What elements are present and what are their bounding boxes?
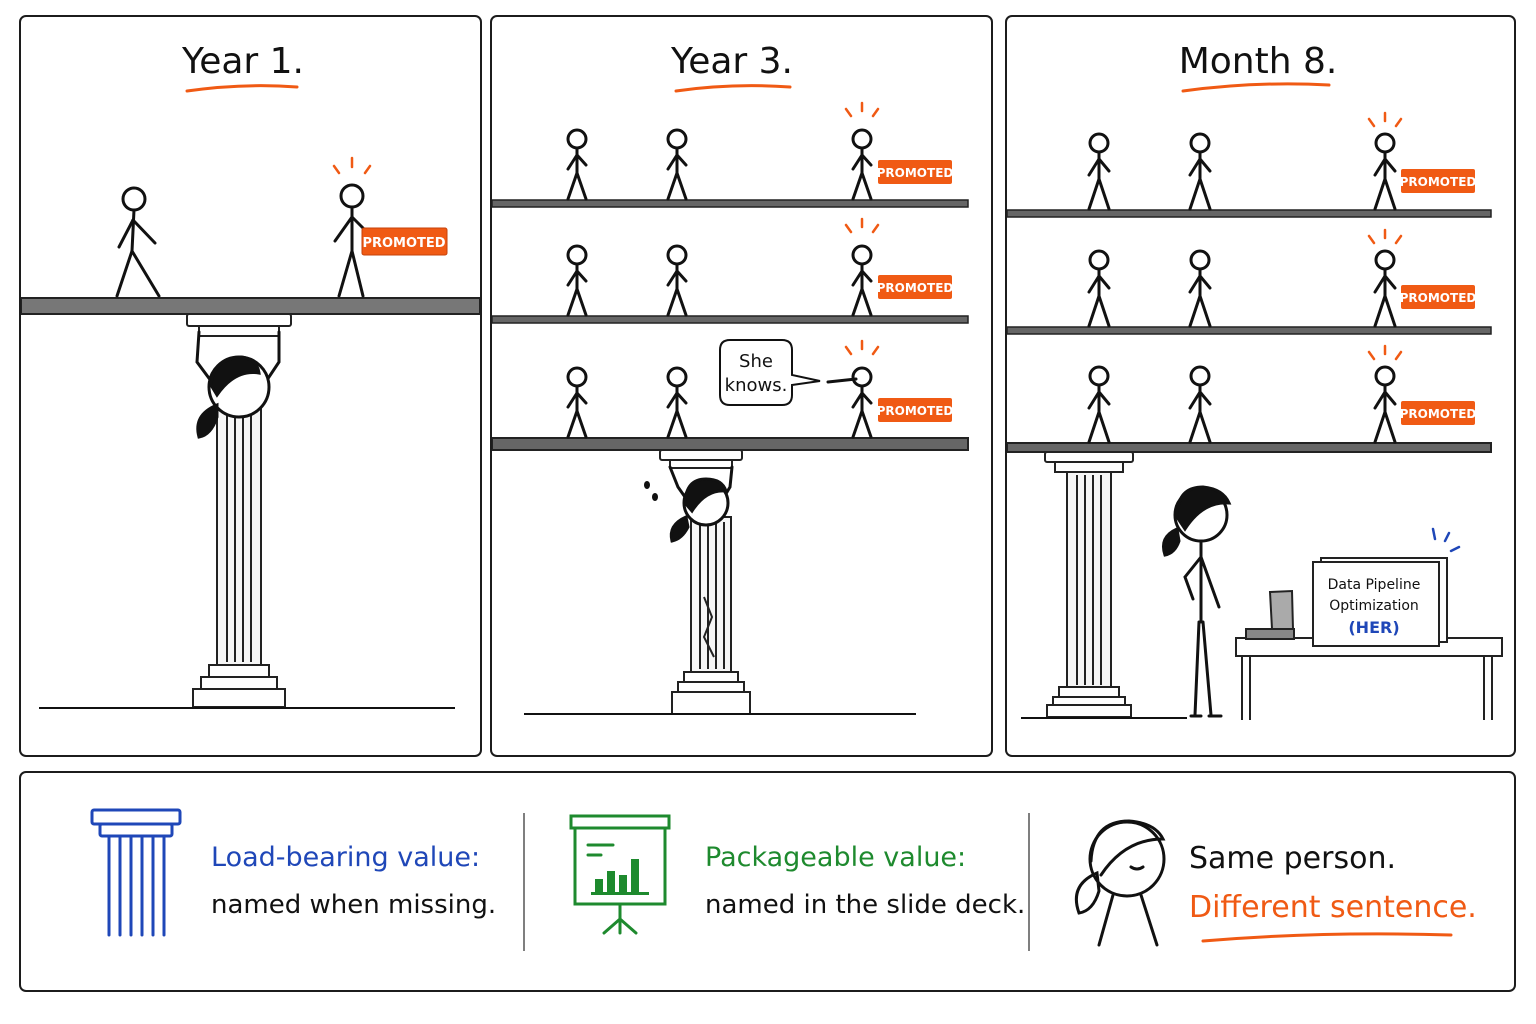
shine-icon [844,339,880,356]
shelf-middle [1007,326,1492,335]
packageable-subtitle: named in the slide deck. [705,890,1025,920]
shelf-bottom [492,437,969,451]
promoted-badge-label: PROMOTED [877,166,954,180]
shine-icon [332,156,372,175]
panel-title: Year 1. [181,41,304,82]
stick-figure [666,244,688,317]
pillar [1044,451,1134,718]
promoted-badge [1401,285,1475,309]
panel-2-scene: Year 3. PROMOTED PROMOTED PROMOTED She k… [492,41,969,715]
presentation-chart-icon [569,814,671,935]
packageable-heading: Packageable value: [705,842,966,873]
table [1235,637,1503,720]
stick-figure [566,244,588,317]
stick-figure [1188,132,1212,211]
speech-bubble [719,339,821,406]
promoted-badge [878,275,952,299]
speech-line-2: knows. [725,375,788,396]
box-label-line-2: Optimization [1329,598,1419,614]
shine-icon [1367,344,1403,361]
promoted-badge-label: PROMOTED [1400,291,1477,305]
stick-figure [1087,365,1111,444]
accent-underline [1201,932,1453,943]
cracked-pillar [659,449,751,715]
load-bearing-subtitle: named when missing. [211,890,496,920]
title-underline [185,84,299,93]
promoted-badge [878,160,952,184]
shelf-middle [492,315,969,324]
highlight-marks-icon [1431,527,1461,553]
panel-title: Year 3. [670,41,793,82]
box-label-owner: (HER) [1348,618,1399,637]
stick-figure [566,366,588,439]
pillar [186,313,292,708]
shine-icon [844,217,880,234]
promoted-badge [361,227,448,256]
promoted-badge [1401,169,1475,193]
promoted-badge-label: PROMOTED [877,404,954,418]
stick-figure [1087,132,1111,211]
stick-figure [566,128,588,201]
pillar-icon [90,808,182,937]
panel-title: Month 8. [1179,41,1338,82]
panel-year-3: Year 3. PROMOTED PROMOTED PROMOTED She k… [490,15,993,757]
title-underline [1181,82,1331,93]
legend-scene: Load-bearing value: named when missing. … [90,808,1477,951]
speech-line-1: She [739,351,773,372]
promoted-stick-figure [851,244,873,317]
woman-portrait-icon [1074,819,1166,947]
panel-3-scene: Month 8. PROMOTED PROMOTED PROMOTED [1007,41,1503,720]
pointing-arm [826,377,858,384]
promoted-badge [1401,401,1475,425]
stick-figure [1188,249,1212,328]
promoted-stick-figure [333,183,369,298]
different-sentence-text: Different sentence. [1189,890,1477,925]
shine-icon [1367,111,1403,128]
same-person-heading: Same person. [1189,841,1396,876]
load-bearing-heading: Load-bearing value: [211,842,480,873]
promoted-badge-label: PROMOTED [1400,175,1477,189]
stick-figure [666,366,688,439]
shelf-bottom [1007,442,1492,453]
shine-icon [844,101,880,118]
woman-holding-shelf [195,330,281,439]
bar-chart-icon [591,859,649,895]
promoted-stick-figure [1373,132,1397,211]
walking-stick-figure [115,186,161,298]
shine-icon [1367,228,1403,245]
stick-figure [666,128,688,201]
laptop-icon [1245,589,1295,640]
panel-year-1: Year 1. PROMOTED [19,15,482,757]
shelf-top [1007,209,1492,218]
promoted-stick-figure [1373,249,1397,328]
shelf [21,297,480,315]
promoted-stick-figure [1373,365,1397,444]
promoted-badge [878,398,952,422]
data-pipeline-box [1312,557,1448,647]
promoted-badge-label: PROMOTED [877,281,954,295]
woman-straining [668,465,734,543]
panel-month-8: Month 8. PROMOTED PROMOTED PROMOTED [1005,15,1516,757]
title-underline [674,84,792,93]
stick-figure [1087,249,1111,328]
standing-woman [1162,485,1232,718]
promoted-badge-label: PROMOTED [1400,407,1477,421]
panel-1-scene: Year 1. PROMOTED [21,41,480,709]
box-label-line-1: Data Pipeline [1328,577,1421,593]
promoted-stick-figure [851,128,873,201]
stick-figure [1188,365,1212,444]
promoted-badge-label: PROMOTED [362,236,445,251]
shelf-top [492,199,969,208]
sweat-drop-icon [644,481,658,501]
legend-panel: Load-bearing value: named when missing. … [19,771,1516,992]
